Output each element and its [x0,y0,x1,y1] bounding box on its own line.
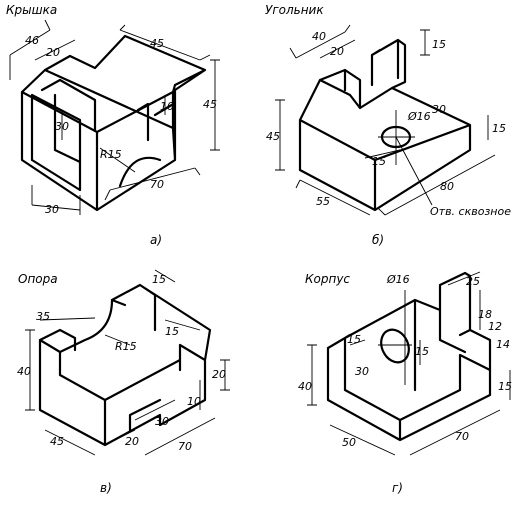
dim-d-40: 40 [298,380,312,393]
title-d: Корпус [305,272,350,286]
title-a: Крышка [6,3,57,17]
dim-c-r15: R15 [115,340,137,353]
dim-d-25: 25 [466,275,480,288]
dim-b-45: 45 [266,130,280,143]
dim-c-15-mid: 15 [165,325,179,338]
caption-a: а) [150,233,162,247]
dim-a-30-bottom: 30 [45,203,59,216]
dim-b-30: 30 [432,103,446,116]
dim-c-20-bottom: 20 [125,435,139,448]
part-a-outline [20,34,207,212]
dim-c-45: 45 [50,435,64,448]
dim-b-15-right: 15 [492,122,506,135]
dims-a-lines [9,19,220,215]
drawing-b-ugolnik: Угольник 40 20 15 45 30 Ø16 15 15 80 55 … [265,3,511,247]
dim-d-12: 12 [488,320,502,333]
dim-b-d16: Ø16 [407,110,431,123]
dim-c-35: 35 [36,310,50,323]
title-b: Угольник [265,3,324,17]
drawing-d-korpus: Корпус Ø16 25 15 18 12 14 15 30 40 15 50… [298,271,512,495]
dims-c-lines [25,269,230,456]
part-b-outline [298,38,472,212]
note-b-through-hole: Отв. сквозное [430,205,511,218]
dim-a-20: 20 [46,46,60,59]
dims-d-lines [307,271,511,456]
dim-b-15-top: 15 [432,38,446,51]
dim-b-80: 80 [440,180,454,193]
dim-c-40: 40 [17,365,31,378]
dim-d-14: 14 [496,338,510,351]
dim-b-20: 20 [330,45,344,58]
dim-c-10: 10 [187,395,201,408]
dim-a-30-inner: 30 [55,120,69,133]
dim-d-50: 50 [342,436,356,449]
dim-c-15-top: 15 [152,273,166,286]
dim-c-30: 30 [155,415,169,428]
part-c-outline [38,283,212,447]
caption-d: г) [392,481,403,495]
part-a-arc [118,156,162,188]
dim-a-70: 70 [150,178,164,191]
dim-c-70: 70 [178,440,192,453]
drawing-c-opora: Опора 15 35 15 R15 40 20 10 45 30 20 70 … [17,269,230,495]
part-d-hole [380,328,410,364]
caption-b: б) [372,233,384,247]
part-d-outline [326,271,492,442]
dim-d-18: 18 [478,308,492,321]
dim-d-15-mid: 15 [415,345,429,358]
drawing-a-kryshka: Крышка 46 20 45 10 45 30 R15 70 30 а) [6,3,220,247]
dim-b-40: 40 [312,30,326,43]
dim-c-20-right: 20 [212,368,226,381]
dim-d-d16: Ø16 [386,273,410,286]
dim-a-r15: R15 [100,148,122,161]
caption-c: в) [100,481,112,495]
dims-b-lines [275,24,496,216]
dim-d-15-right: 15 [498,380,512,393]
dim-d-15-left: 15 [347,333,361,346]
dim-b-15-mid: 15 [372,155,386,168]
dim-d-30: 30 [355,365,369,378]
title-c: Опора [18,272,58,286]
dim-b-55: 55 [316,195,330,208]
dim-d-70: 70 [455,430,469,443]
dim-a-45-side: 45 [203,98,217,111]
dim-a-10: 10 [160,100,174,113]
dim-a-46: 46 [25,34,39,47]
dim-a-45-top: 45 [150,37,164,50]
